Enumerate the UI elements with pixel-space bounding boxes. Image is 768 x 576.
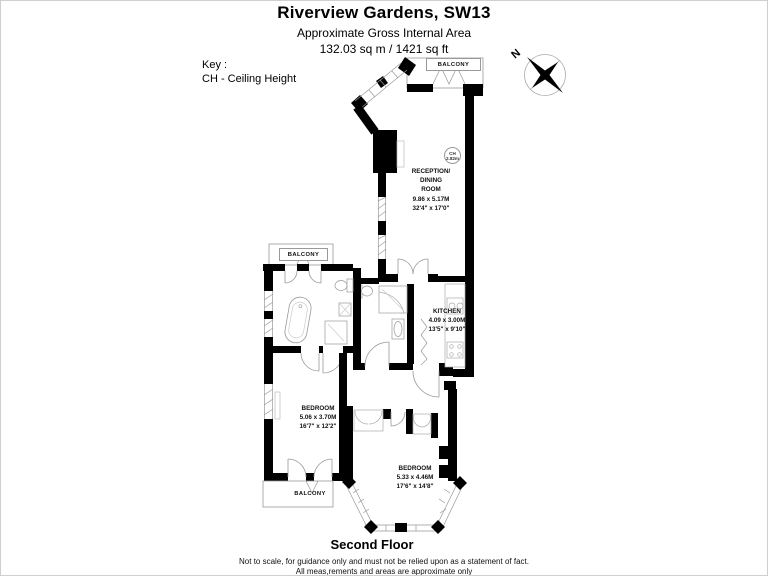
bedroom-bottom-door [390, 411, 406, 427]
room-label-line: 32'4" x 17'0" [412, 204, 450, 212]
bathroom-toilet [334, 278, 354, 293]
bathroom [263, 243, 379, 374]
ch-line: CH [449, 151, 456, 157]
room-label-line: ROOM [421, 186, 441, 194]
balcony-door-swing-lines [432, 66, 466, 85]
bedroom-left-walls [262, 353, 347, 508]
chimney-breast [373, 130, 397, 173]
compass-star-icon [527, 57, 563, 93]
reception-double-doors [397, 258, 429, 275]
kitchen-walls [407, 282, 474, 398]
ceiling-height-badge: CH 2.82m [444, 147, 461, 164]
kitchen-label: KITCHEN 4.09 x 3.00M 13'5" x 9'10" [429, 307, 466, 335]
balcony-french-doors [284, 270, 322, 284]
room-label-line: 5.06 x 3.70M [299, 414, 337, 422]
balcony-bottom-label: BALCONY [294, 491, 326, 497]
floor-name: Second Floor [330, 537, 414, 552]
room-label-line: RECEPTION/ [411, 168, 451, 175]
wardrobe-right [412, 413, 432, 435]
room-label-line: 13'5" x 9'10" [428, 326, 466, 334]
disclaimer-line: All meas,rements and areas are approxima… [295, 567, 473, 576]
kitchen-hob [446, 341, 464, 359]
page-title: Riverview Gardens, SW13 [277, 3, 491, 22]
bathroom-doors [300, 352, 344, 374]
compass-rose: N [509, 47, 566, 96]
reception-room-walls [351, 57, 484, 282]
room-label-line: BEDROOM [398, 465, 432, 472]
bedroom-left-window [263, 384, 274, 419]
key-label: Key : [202, 59, 228, 71]
fireplace [396, 140, 405, 168]
wc-basin [391, 318, 405, 340]
room-label-line: 5.33 x 4.46M [396, 474, 434, 482]
reception-room-label: RECEPTION/ DINING ROOM 9.86 x 5.17M 32'4… [412, 167, 451, 213]
room-label-line: 16'7" x 12'2" [299, 423, 337, 431]
shower-tray [324, 320, 348, 345]
compass-circle [524, 54, 566, 96]
key-legend: Key : CH - Ceiling Height [202, 58, 296, 86]
reception-windows [377, 196, 387, 259]
bay-window-glazing [354, 62, 408, 109]
key-entry: CH - Ceiling Height [202, 73, 297, 85]
bedroom-left-label: BEDROOM 5.06 x 3.70M 16'7" x 12'2" [300, 404, 337, 432]
disclaimer-line: Not to scale, for guidance only and must… [239, 557, 529, 566]
radiator [274, 391, 281, 420]
shower-room [353, 284, 413, 370]
shower-room-door [364, 341, 390, 367]
area-text: 132.03 sq m / 1421 sq ft [319, 42, 449, 56]
bedroom-bottom-walls [342, 381, 467, 534]
kitchen-window-zigzag [420, 318, 428, 366]
bathtub [284, 296, 312, 344]
bedroom-bottom-label: BEDROOM 5.33 x 4.46M 17'6" x 14'8" [397, 464, 434, 492]
bathroom-basin [338, 302, 352, 317]
balcony-middle-label: BALCONY [279, 248, 328, 261]
room-label-line: DINING [419, 177, 443, 185]
kitchen-sink [446, 297, 464, 315]
room-label-line: 9.86 x 5.17M [412, 195, 450, 203]
room-label-line: BEDROOM [301, 405, 335, 412]
bathroom-windows [263, 291, 274, 337]
room-label-line: 4.09 x 3.00M [428, 317, 466, 325]
bedroom-balcony-doors [287, 458, 333, 478]
balcony-bottom-outline [262, 480, 334, 508]
header: Riverview Gardens, SW13 Approximate Gros… [1, 3, 767, 56]
subtitle: Approximate Gross Internal Area [296, 26, 472, 40]
room-label-line: 17'6" x 14'8" [396, 483, 434, 491]
hallway-door [412, 370, 440, 398]
room-label-line: KITCHEN [432, 308, 461, 315]
balcony-top-label: BALCONY [426, 58, 481, 71]
wardrobe-left [353, 409, 384, 432]
ch-line: 2.82m [445, 156, 460, 162]
